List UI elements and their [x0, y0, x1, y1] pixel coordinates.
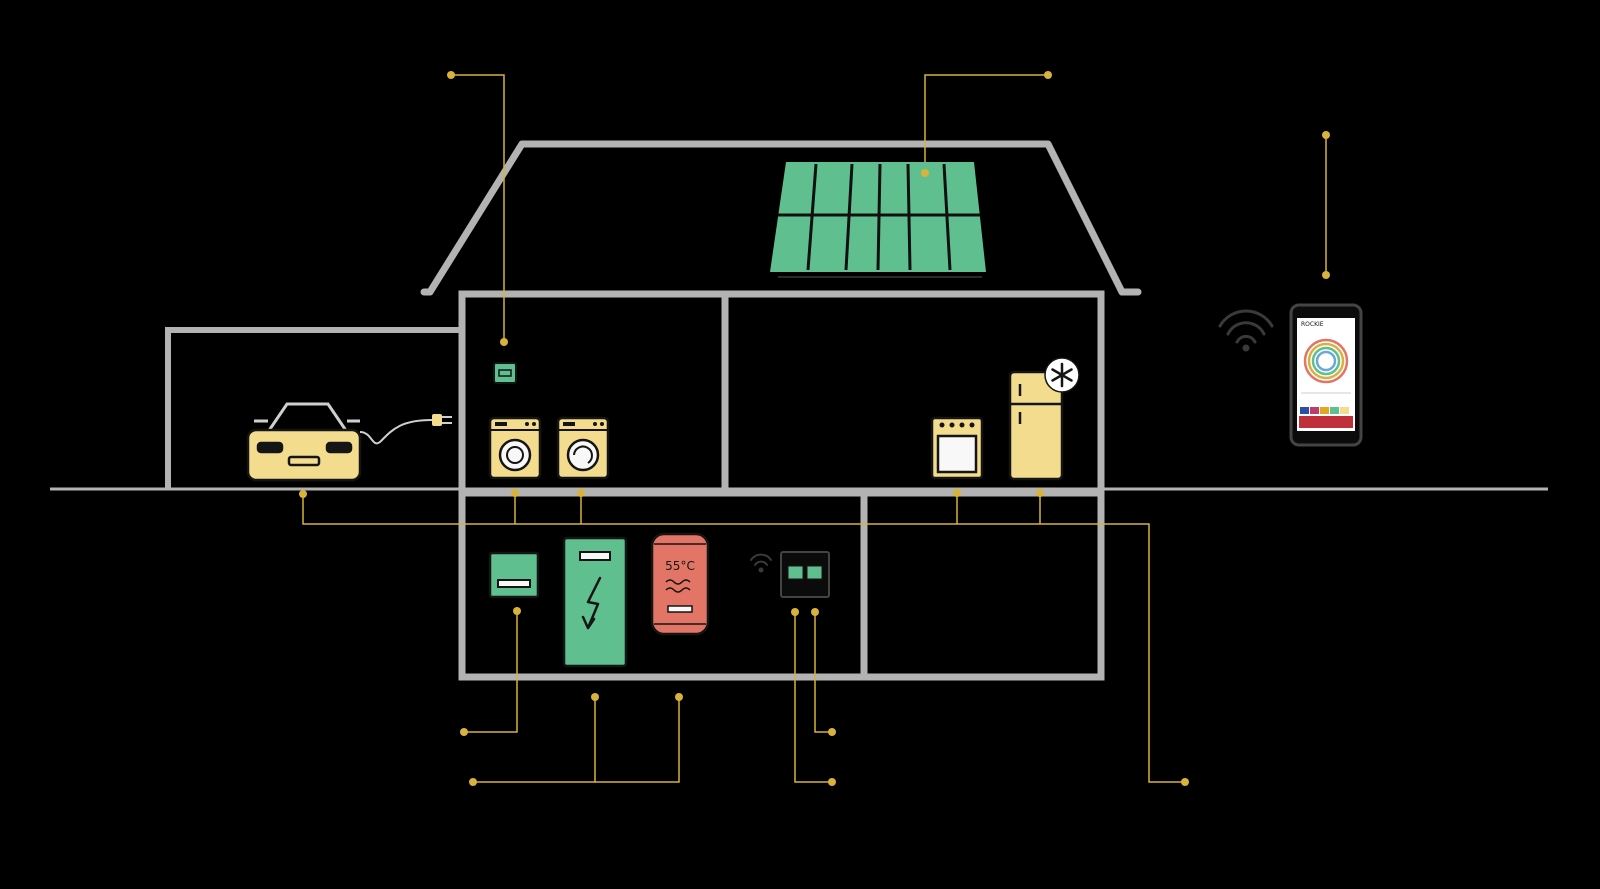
snowflake-icon: [1044, 357, 1080, 393]
connector-dot: [469, 778, 477, 786]
thermostat-icon: [493, 362, 517, 384]
connector-dot: [1036, 489, 1044, 497]
lightning-icon: [581, 576, 602, 630]
battery-icon: [562, 536, 628, 668]
oven-icon: [930, 416, 984, 480]
charging-plug-icon: [359, 414, 452, 445]
connector-dot: [1322, 271, 1330, 279]
dryer-icon: [556, 416, 610, 480]
solar-panel-icon: [770, 162, 986, 278]
connector-dot: [828, 728, 836, 736]
water-heater-icon: 55°C: [650, 532, 710, 636]
donut-chart-icon: [1303, 338, 1349, 384]
connector-dot: [953, 489, 961, 497]
connector-dot: [811, 608, 819, 616]
smart-meter-icon: [780, 551, 830, 598]
connector-dot: [791, 608, 799, 616]
house-structure: [458, 290, 1105, 681]
connector-dot: [447, 71, 455, 79]
heater-temperature: 55°C: [665, 559, 695, 573]
connector-dot: [921, 169, 929, 177]
connector-dot: [675, 693, 683, 701]
connector-lines: [302, 74, 1327, 783]
connector-dot: [828, 778, 836, 786]
wifi-icon: [1218, 309, 1274, 352]
inverter-icon: [488, 551, 540, 599]
washing-machine-icon: [488, 416, 542, 480]
connector-dot: [1044, 71, 1052, 79]
connector-dot: [500, 338, 508, 346]
connector-dots: [299, 71, 1330, 786]
connector-dot: [1322, 131, 1330, 139]
phone-app-name: ROCKIE: [1301, 321, 1324, 328]
phone-status-tiles: [1300, 407, 1349, 414]
roof-outline: [420, 140, 1142, 296]
fridge-icon: [1008, 370, 1064, 481]
connector-dot: [299, 490, 307, 498]
connector-dot: [577, 489, 585, 497]
connector-dot: [460, 728, 468, 736]
connector-dot: [511, 489, 519, 497]
connector-dot: [591, 693, 599, 701]
car-icon: [246, 402, 362, 482]
garage-outline: [165, 327, 462, 489]
connector-dot: [1181, 778, 1189, 786]
wifi-icon: [750, 553, 772, 573]
connector-dot: [513, 607, 521, 615]
smartphone-icon[interactable]: ROCKIE: [1289, 303, 1363, 447]
